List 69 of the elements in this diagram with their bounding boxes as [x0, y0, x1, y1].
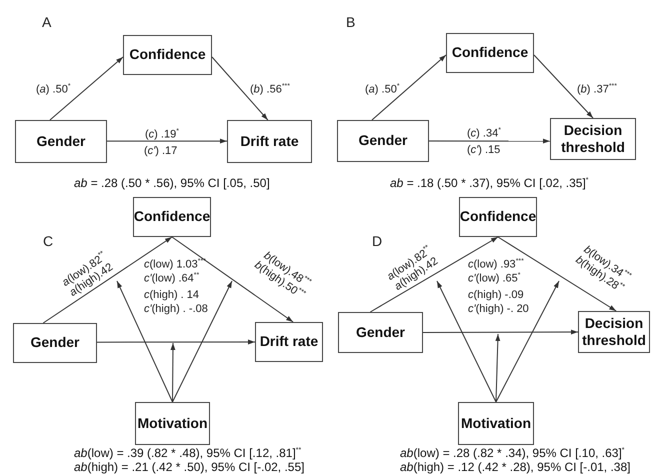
variable-name: Motivation — [138, 414, 208, 432]
arrow — [436, 280, 496, 402]
variable-box — [13, 323, 97, 363]
edge-label: (c) .34$^{*}$ — [467, 127, 501, 141]
variable-box — [133, 197, 211, 237]
variable-box — [15, 120, 107, 163]
panel-letter: D — [372, 233, 382, 250]
arrow — [170, 342, 176, 402]
arrow — [495, 334, 500, 402]
variable-name: Confidence — [134, 208, 210, 226]
coefficient-label: c(high) -.09 — [468, 289, 524, 302]
arrow — [42, 236, 172, 324]
coefficient-label: c'(high) -. 20 — [468, 303, 529, 316]
edge-label: (a) .50$^{*}$ — [36, 83, 71, 97]
variable-name: Confidence — [129, 46, 206, 64]
variable-name: Gender — [36, 132, 86, 150]
variable-name: Gender — [358, 132, 408, 150]
variable-box — [446, 33, 534, 73]
arrow — [422, 330, 578, 334]
variable-name: Gender — [356, 324, 405, 342]
arrow — [106, 138, 228, 144]
coefficient-label: c'(high) . -.08 — [144, 303, 208, 316]
variable-name: Decision threshold — [581, 314, 647, 350]
variable-name: Confidence — [452, 44, 528, 62]
variable-box — [550, 118, 636, 160]
arrow — [370, 236, 498, 312]
variable-box — [338, 312, 423, 353]
coefficient-label: (c') .17 — [144, 145, 178, 158]
indirect-effect-note: ab = .18 (.50 * .37), 95% CI [.02, .35]$^{*}$ — [390, 176, 589, 190]
indirect-effect-note: ab(high) = .12 (.42 * .28), 95% CI [-.01, .38] — [400, 460, 630, 474]
edge-label: (c) .19$^{*}$ — [145, 128, 179, 142]
coefficient-label: c'(low) .65$^{*}$ — [468, 272, 521, 286]
variable-box — [135, 402, 210, 445]
variable-name: Drift rate — [260, 333, 318, 351]
arrow — [49, 56, 124, 120]
variable-box — [337, 120, 429, 162]
coefficient-label: c(high) . 14 — [144, 289, 200, 302]
arrow — [498, 236, 617, 312]
indirect-effect-note: ab(high) = .21 (.42 * .50), 95% CI [-.02, .55] — [74, 460, 304, 474]
arrow — [534, 54, 594, 118]
coefficient-label: (c') .15 — [467, 144, 500, 158]
coefficient-label: c'(low) .64$^{**}$ — [144, 272, 200, 286]
edge-label: (b) .56$^{***}$ — [250, 83, 290, 97]
variable-name: Gender — [30, 334, 80, 352]
arrow — [371, 54, 446, 120]
variable-box — [227, 120, 312, 163]
arrow — [172, 280, 232, 402]
arrow — [428, 138, 550, 144]
arrow — [116, 280, 173, 402]
panel-letter: A — [42, 14, 52, 31]
variable-box — [458, 402, 534, 445]
coefficient-label: c(low) 1.03$^{***}$ — [144, 258, 206, 272]
variable-name: Confidence — [460, 208, 536, 226]
panel-letter: B — [346, 14, 356, 31]
coefficient-label: c(low) .93$^{***}$ — [468, 258, 524, 272]
edge-label: (b) .37$^{***}$ — [577, 83, 617, 97]
panel-letter: C — [43, 233, 54, 250]
variable-box — [255, 322, 323, 362]
arrow — [96, 340, 256, 344]
edge-label: (a) .50$^{*}$ — [365, 83, 400, 97]
arrow — [496, 280, 560, 402]
variable-name: Motivation — [461, 414, 531, 432]
arrow — [172, 236, 294, 322]
indirect-effect-note: ab = .28 (.50 * .56), 95% CI [.05, .50] — [74, 176, 270, 190]
variable-box — [459, 197, 537, 237]
variable-box — [123, 35, 212, 75]
arrow — [212, 56, 268, 120]
variable-name: Decision threshold — [560, 122, 626, 156]
variable-name: Drift rate — [240, 132, 299, 150]
